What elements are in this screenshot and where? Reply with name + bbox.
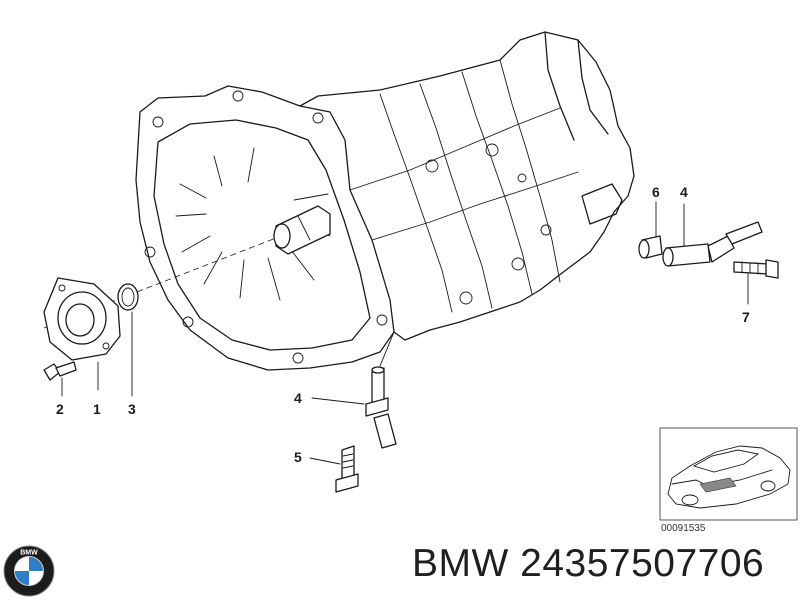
callout-5: 5	[294, 449, 302, 465]
callout-7: 7	[742, 309, 750, 325]
callout-6: 6	[652, 184, 660, 200]
callout-1: 1	[93, 401, 101, 417]
bmw-logo-letters: BMW	[20, 549, 38, 556]
callout-4-lower: 4	[294, 390, 302, 406]
brand-name: BMW	[412, 542, 509, 585]
part-1-seal-housing	[43, 277, 121, 391]
part-4-lower-sensor	[311, 331, 397, 449]
part-number: 24357507706	[520, 542, 765, 585]
brand-part-number: BMW 24357507706	[412, 544, 764, 583]
bmw-logo: BMW	[3, 545, 55, 597]
car-sketch	[667, 445, 791, 509]
part-5-bolt	[309, 445, 359, 493]
part-6-bushing	[638, 201, 663, 259]
inset-code: 00091535	[661, 523, 706, 534]
callout-2: 2	[56, 401, 64, 417]
part-4-right-sensor	[662, 203, 763, 267]
part-7-bolt	[733, 259, 779, 305]
transmission-housing	[43, 31, 635, 371]
part-3-o-ring	[117, 283, 139, 397]
car-location-inset: 00091535	[659, 427, 798, 534]
callout-3: 3	[128, 401, 136, 417]
part-2-bolt	[43, 361, 77, 397]
callout-4-right: 4	[680, 184, 688, 200]
